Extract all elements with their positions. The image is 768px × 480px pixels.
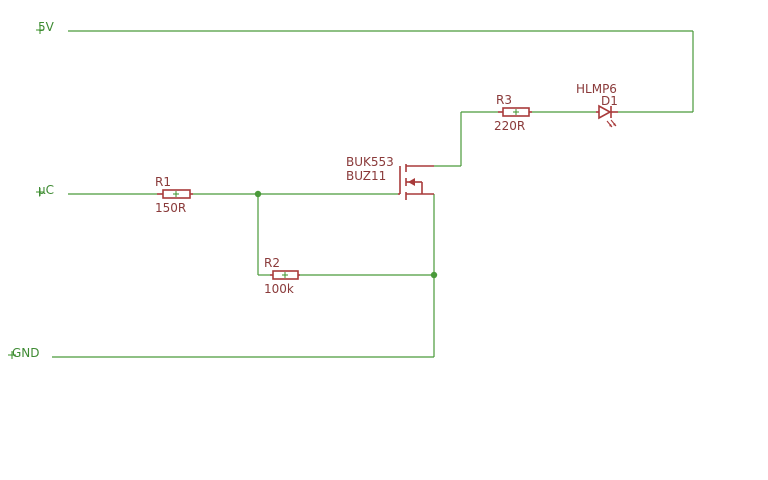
- d1-value: HLMP6: [576, 82, 617, 96]
- net-gnd: GND: [8, 346, 434, 360]
- d1-ref: D1: [601, 94, 618, 108]
- r3-ref: R3: [496, 93, 512, 107]
- led-d1: HLMP6 D1: [576, 82, 618, 128]
- led-d1-triangle: [598, 104, 612, 120]
- r1-value: 150R: [155, 201, 186, 215]
- mosfet-arrow: [408, 178, 415, 186]
- q1-value-1: BUK553: [346, 155, 394, 169]
- r1-ref: R1: [155, 175, 171, 189]
- resistor-r1: R1 150R: [155, 175, 193, 215]
- junction-gate: [254, 190, 262, 198]
- mosfet-q1: BUK553 BUZ11: [346, 155, 434, 200]
- junction-source: [430, 271, 438, 279]
- q1-value-2: BUZ11: [346, 169, 386, 183]
- r3-value: 220R: [494, 119, 525, 133]
- r2-ref: R2: [264, 256, 280, 270]
- resistor-r3: R3 220R: [494, 93, 532, 133]
- net-label-uc: µC: [38, 183, 54, 197]
- resistor-r2: R2 100k: [264, 256, 300, 296]
- led-emission-arrows-icon: [606, 119, 617, 128]
- net-5v: 5V: [36, 20, 694, 113]
- net-label-5v: 5V: [38, 20, 55, 34]
- r2-value: 100k: [264, 282, 294, 296]
- net-label-gnd: GND: [12, 346, 40, 360]
- net-uc: µC: [36, 183, 157, 197]
